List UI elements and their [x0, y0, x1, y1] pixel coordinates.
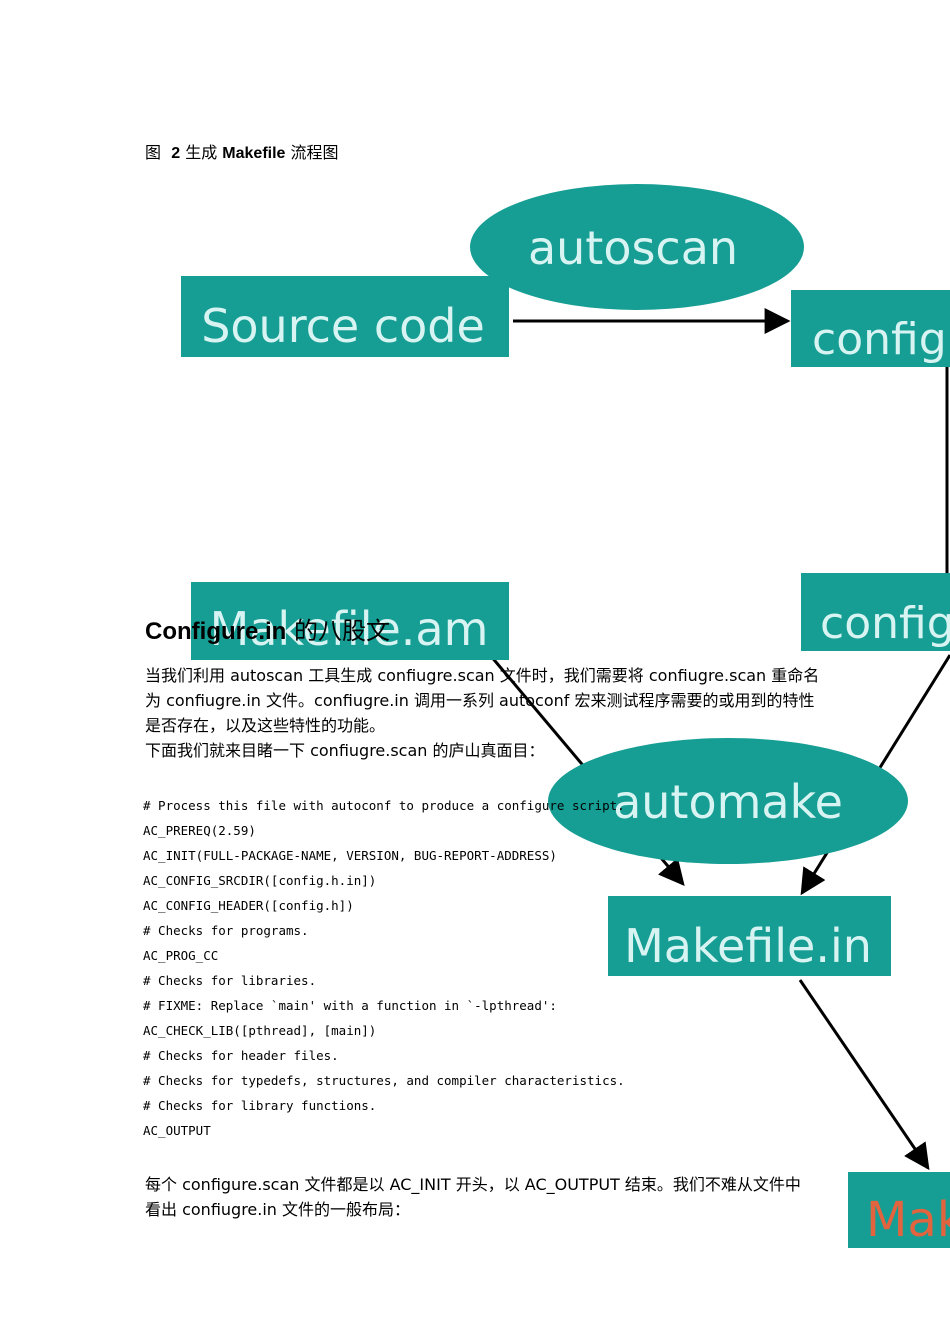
autoscan-node: [470, 184, 804, 310]
section-title-latin: Configure.in: [145, 618, 287, 645]
intro-line: 当我们利用 autoscan 工具生成 confiugre.scan 文件时，我…: [145, 666, 820, 685]
outro-line: 每个 configure.scan 文件都是以 AC_INIT 开头，以 AC_…: [145, 1175, 801, 1194]
makefile-node: [848, 1172, 950, 1248]
intro-line: 下面我们就来目睹一下 confiugre.scan 的庐山真面目：: [145, 741, 545, 760]
source-code-node-label: Source code: [201, 299, 485, 353]
source-code-node: [181, 276, 509, 357]
code-line: # Checks for header files.: [143, 1048, 339, 1063]
code-line: AC_PREREQ(2.59): [143, 823, 256, 838]
code-line: AC_PROG_CC: [143, 948, 219, 963]
makefile-in-node: [608, 896, 891, 976]
code-line: AC_CONFIG_SRCDIR([config.h.in]): [143, 873, 377, 888]
autoscan-node-label: autoscan: [528, 221, 738, 275]
intro-line: 是否存在，以及这些特性的功能。: [145, 716, 386, 735]
code-line: # Checks for typedefs, structures, and c…: [143, 1073, 625, 1088]
code-line: AC_INIT(FULL-PACKAGE-NAME, VERSION, BUG-…: [143, 848, 557, 863]
caption-label: 图: [145, 143, 162, 162]
caption-suffix: 流程图: [290, 143, 339, 162]
code-line: # Checks for library functions.: [143, 1098, 377, 1113]
configure-scan-node: [791, 290, 950, 367]
configure-scan-code-listing: # Process this file with autoconf to pro…: [143, 793, 625, 1143]
caption-prefix: 生成: [185, 143, 218, 162]
caption-keyword: Makefile: [222, 145, 286, 162]
configure-scan-node-label: config: [812, 314, 947, 365]
makefile-in-node-label: Makefile.in: [624, 919, 872, 973]
outro-paragraph: 每个 configure.scan 文件都是以 AC_INIT 开头，以 AC_…: [145, 1172, 810, 1222]
code-line: # Checks for libraries.: [143, 973, 317, 988]
section-title: Configure.in 的八股文: [145, 614, 390, 649]
code-line: # Process this file with autoconf to pro…: [143, 798, 625, 813]
section-title-cjk: 的八股文: [293, 617, 390, 645]
outro-line: 看出 confiugre.in 文件的一般布局：: [145, 1200, 411, 1219]
configure-in-node: [801, 573, 950, 651]
makefile-am-node: [191, 582, 509, 660]
arrow-makefilein-to-makefile: [798, 979, 930, 1171]
intro-line: 为 confiugre.in 文件。confiugre.in 调用一系列 aut…: [145, 691, 815, 710]
caption-number: 2: [171, 145, 181, 162]
code-line: # FIXME: Replace `main' with a function …: [143, 998, 557, 1013]
makefile-am-node-label: Makefile.am: [210, 602, 489, 656]
code-line: # Checks for programs.: [143, 923, 309, 938]
figure-caption: 图 2 生成 Makefile 流程图: [145, 142, 339, 165]
makefile-node-label: Mak: [866, 1192, 950, 1248]
automake-node-label: automake: [613, 775, 843, 829]
automake-node: [548, 738, 908, 864]
configure-in-node-label: config: [820, 598, 950, 649]
code-line: AC_OUTPUT: [143, 1123, 211, 1138]
code-line: AC_CONFIG_HEADER([config.h]): [143, 898, 354, 913]
code-line: AC_CHECK_LIB([pthread], [main]): [143, 1023, 377, 1038]
intro-paragraph: 当我们利用 autoscan 工具生成 confiugre.scan 文件时，我…: [145, 663, 820, 763]
